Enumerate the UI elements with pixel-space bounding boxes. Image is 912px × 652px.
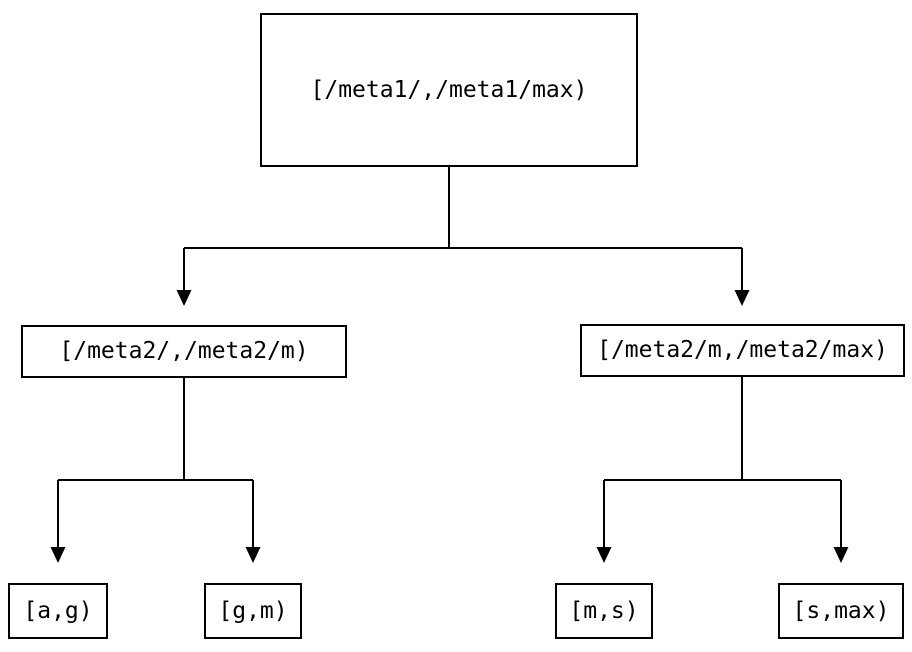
arrowhead-down-icon [734,290,750,306]
arrowhead-down-icon [245,547,261,563]
node-leaf-smax: [s,max) [778,583,904,639]
node-meta2-upper: [/meta2/m,/meta2/max) [580,324,905,377]
arrowhead-down-icon [596,547,612,563]
node-root: [/meta1/,/meta1/max) [260,13,638,167]
arrowhead-down-icon [176,290,192,306]
node-leaf-gm: [g,m) [204,583,302,639]
arrowhead-down-icon [833,547,849,563]
node-leaf-ms: [m,s) [555,583,653,639]
arrowhead-down-icon [50,547,66,563]
node-leaf-ag: [a,g) [8,583,108,639]
node-leaf-smax-label: [s,max) [792,597,890,624]
node-meta2-upper-label: [/meta2/m,/meta2/max) [597,337,888,363]
node-root-label: [/meta1/,/meta1/max) [310,76,588,103]
node-leaf-ag-label: [a,g) [23,597,93,624]
node-meta2-lower: [/meta2/,/meta2/m) [21,325,347,378]
node-leaf-gm-label: [g,m) [218,597,288,624]
node-meta2-lower-label: [/meta2/,/meta2/m) [59,338,309,364]
node-leaf-ms-label: [m,s) [569,597,639,624]
